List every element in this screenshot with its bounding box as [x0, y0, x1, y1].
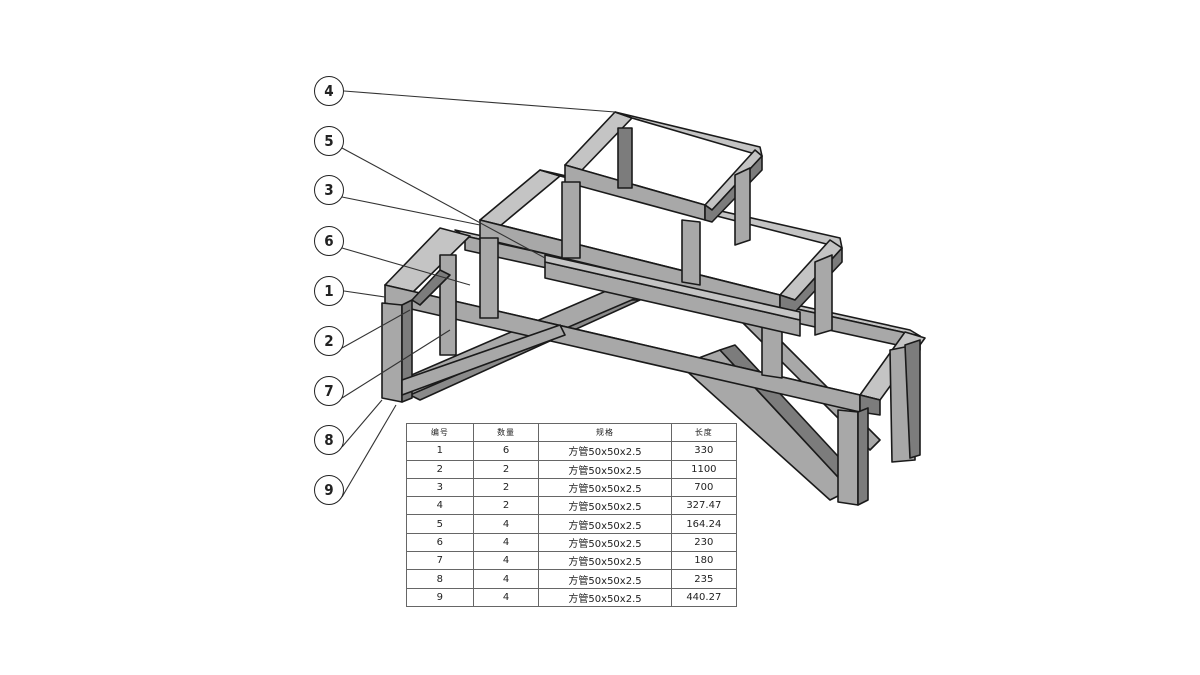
callout-7: 7 — [314, 376, 344, 406]
cell-qty: 2 — [472, 496, 540, 516]
callout-8: 8 — [314, 425, 344, 455]
cell-qty: 4 — [472, 569, 540, 589]
cell-qty: 2 — [472, 459, 540, 479]
cell-length: 327.47 — [670, 496, 738, 516]
cell-spec: 方管50x50x2.5 — [538, 551, 672, 571]
cell-no: 4 — [406, 496, 474, 516]
callout-5: 5 — [314, 126, 344, 156]
cell-spec: 方管50x50x2.5 — [538, 587, 672, 607]
cell-spec: 方管50x50x2.5 — [538, 514, 672, 534]
cell-spec: 方管50x50x2.5 — [538, 532, 672, 553]
header-number: 编号 — [406, 422, 474, 443]
cell-qty: 4 — [472, 514, 540, 534]
header-quantity: 数量 — [472, 422, 540, 443]
cell-qty: 2 — [472, 477, 540, 498]
cell-length: 330 — [670, 441, 738, 461]
cell-length: 230 — [670, 532, 738, 553]
cell-no: 9 — [406, 587, 474, 607]
table-header-row: 编号 数量 规格 长度 — [406, 422, 738, 443]
cell-length: 235 — [670, 569, 738, 589]
cell-qty: 6 — [472, 441, 540, 461]
cell-qty: 4 — [472, 587, 540, 607]
leader-lines — [341, 90, 616, 498]
callout-2: 2 — [314, 326, 344, 356]
cell-no: 7 — [406, 551, 474, 571]
cell-spec: 方管50x50x2.5 — [538, 459, 672, 479]
cell-no: 5 — [406, 514, 474, 534]
cell-qty: 4 — [472, 532, 540, 553]
cell-no: 8 — [406, 569, 474, 589]
top-tier — [561, 111, 763, 286]
header-spec: 规格 — [538, 422, 672, 443]
middle-tier — [479, 169, 843, 379]
callout-3: 3 — [314, 175, 344, 205]
cell-spec: 方管50x50x2.5 — [538, 441, 672, 461]
cell-qty: 4 — [472, 551, 540, 571]
cell-length: 180 — [670, 551, 738, 571]
callout-6: 6 — [314, 226, 344, 256]
callout-4: 4 — [314, 76, 344, 106]
cell-spec: 方管50x50x2.5 — [538, 569, 672, 589]
cell-no: 2 — [406, 459, 474, 479]
callout-9: 9 — [314, 475, 344, 505]
cell-spec: 方管50x50x2.5 — [538, 496, 672, 516]
cell-length: 700 — [670, 477, 738, 498]
cell-length: 164.24 — [670, 514, 738, 534]
callout-1: 1 — [314, 276, 344, 306]
cell-no: 3 — [406, 477, 474, 498]
cell-length: 1100 — [670, 459, 738, 479]
cell-spec: 方管50x50x2.5 — [538, 477, 672, 498]
cell-no: 1 — [406, 441, 474, 461]
header-length: 长度 — [670, 422, 738, 443]
cell-no: 6 — [406, 532, 474, 553]
cell-length: 440.27 — [670, 587, 738, 607]
